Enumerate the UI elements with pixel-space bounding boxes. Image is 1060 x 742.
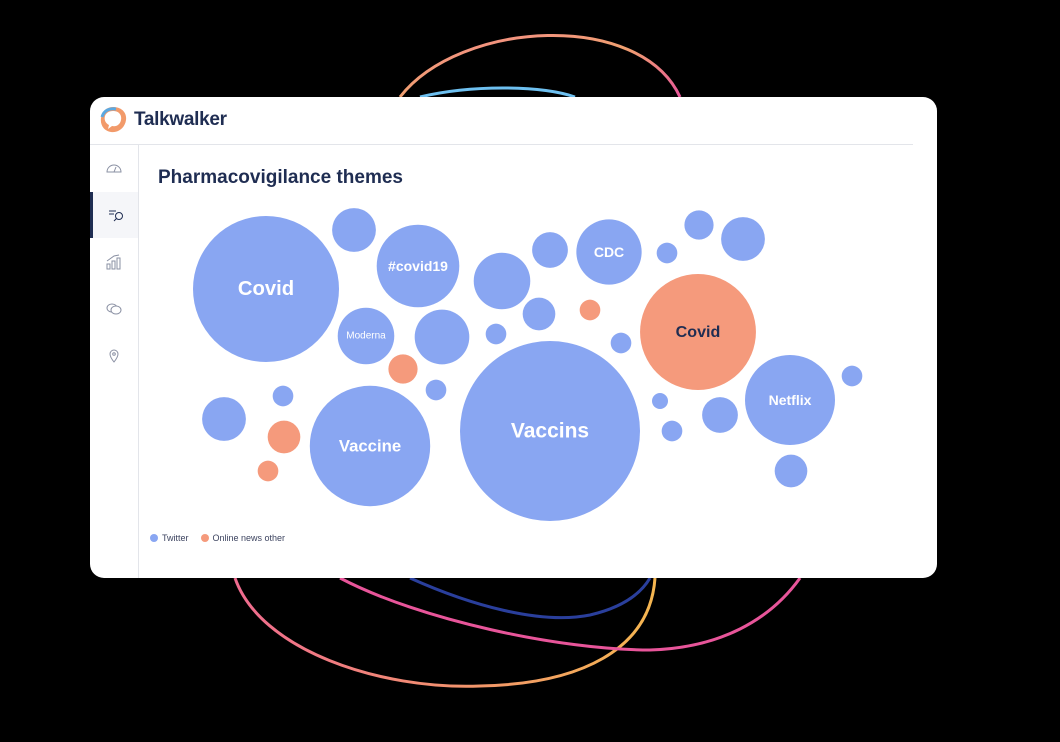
talkwalker-logo-icon — [100, 107, 127, 133]
bubble-label: Moderna — [346, 331, 386, 342]
brand-name: Talkwalker — [134, 109, 227, 130]
bubble-6[interactable] — [425, 379, 447, 401]
bubble-28[interactable] — [267, 420, 301, 454]
bubble-17[interactable] — [656, 242, 678, 264]
legend-label: Twitter — [162, 533, 189, 543]
sidebar — [90, 145, 139, 578]
sidebar-item-conversations[interactable] — [90, 286, 138, 332]
bubble-4[interactable] — [414, 309, 470, 365]
bubble-covid[interactable] — [193, 216, 339, 362]
bubble-1[interactable] — [332, 208, 376, 252]
bubble-cdc[interactable] — [576, 219, 642, 285]
bubble-label: Covid — [238, 278, 294, 300]
bubble-label: Covid — [676, 323, 721, 341]
bubble-22[interactable] — [661, 420, 683, 442]
bubble-13[interactable] — [610, 332, 632, 354]
bubble-15[interactable] — [684, 210, 714, 240]
bubble-23[interactable] — [774, 454, 808, 488]
chart-title: Pharmacovigilance themes — [158, 167, 403, 188]
bubble-12[interactable] — [579, 299, 601, 321]
bubble-5[interactable] — [388, 354, 418, 384]
legend-label: Online news other — [212, 533, 286, 543]
search-list-icon — [108, 210, 123, 222]
bubble-26[interactable] — [202, 397, 246, 441]
legend-item-twitter[interactable]: Twitter — [150, 533, 189, 543]
bar-chart-icon — [106, 254, 121, 270]
sidebar-item-search[interactable] — [90, 192, 138, 238]
sidebar-item-analytics[interactable] — [90, 239, 138, 285]
bubble-covid19[interactable] — [376, 224, 460, 308]
bubble-label: CDC — [594, 244, 624, 260]
app-window: Talkwalker Pharmacovigilance themes Covi… — [90, 97, 937, 578]
legend-dot-icon — [200, 534, 209, 542]
bubble-10[interactable] — [485, 323, 507, 345]
bubble-label: Vaccine — [339, 437, 401, 456]
sidebar-item-dashboard[interactable] — [90, 145, 138, 191]
gauge-icon — [106, 164, 122, 173]
legend-dot-icon — [150, 534, 158, 542]
bubble-label: Netflix — [769, 392, 812, 408]
bubble-vaccins[interactable] — [459, 340, 641, 522]
bubble-netflix[interactable] — [744, 354, 836, 446]
bubble-7[interactable] — [473, 252, 531, 310]
bubble-label: Vaccins — [511, 420, 589, 443]
legend-item-online-news[interactable]: Online news other — [200, 533, 286, 543]
bubble-20[interactable] — [652, 393, 668, 409]
chat-bubbles-icon — [106, 303, 122, 315]
bubble-21[interactable] — [702, 397, 738, 433]
bubble-27[interactable] — [272, 385, 294, 407]
bubble-vaccine[interactable] — [309, 385, 431, 507]
bubble-label: #covid19 — [388, 258, 448, 274]
bubble-16[interactable] — [721, 217, 765, 261]
bubble-covid[interactable] — [640, 274, 756, 390]
bubble-9[interactable] — [522, 297, 556, 331]
bubble-moderna[interactable] — [337, 307, 395, 365]
app-header: Talkwalker — [90, 97, 913, 145]
bubble-29[interactable] — [257, 460, 279, 482]
bubble-8[interactable] — [532, 232, 568, 268]
chart-legend: Twitter Online news other — [150, 533, 285, 543]
map-pin-icon — [109, 349, 119, 363]
sidebar-item-location[interactable] — [90, 333, 138, 379]
bubble-19[interactable] — [841, 365, 863, 387]
